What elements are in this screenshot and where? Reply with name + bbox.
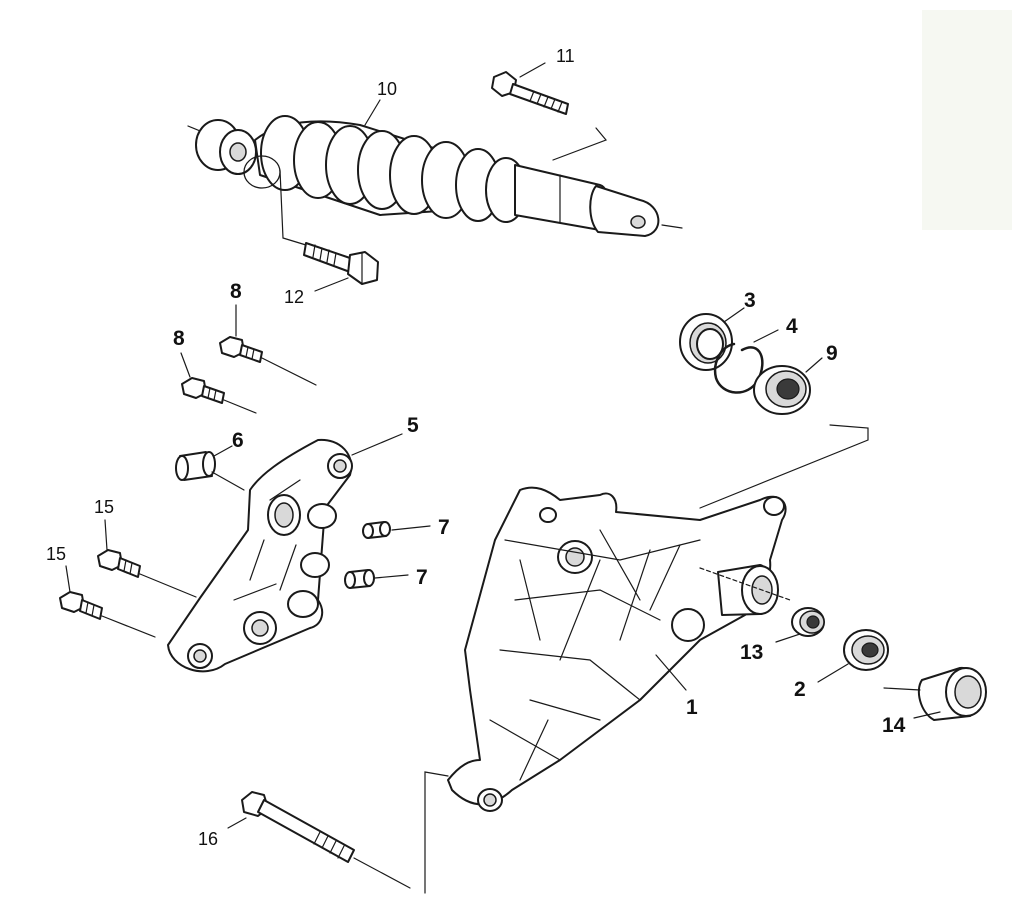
part-8-bolt-lower — [180, 352, 257, 414]
callout-7-upper: 7 — [438, 516, 450, 539]
part-14-cover-cap — [883, 666, 987, 721]
part-6-bushing — [175, 451, 245, 491]
part-9-bearing — [753, 365, 811, 415]
callout-8-lower: 8 — [173, 327, 185, 350]
callout-13: 13 — [740, 641, 763, 664]
callout-7-lower: 7 — [416, 566, 428, 589]
part-13-collar — [791, 607, 825, 637]
part-8-bolt-upper — [219, 304, 317, 386]
part-11-bolt — [491, 71, 569, 115]
callout-11: 11 — [556, 46, 575, 66]
part-1-swing-arm — [447, 486, 791, 812]
callout-6: 6 — [232, 429, 244, 452]
callout-12: 12 — [284, 287, 304, 307]
part-12-bolt — [303, 242, 379, 285]
callout-15-lower: 15 — [46, 544, 66, 564]
callout-5: 5 — [407, 414, 419, 437]
callout-15-upper: 15 — [94, 497, 114, 517]
part-15-bolt-upper — [97, 519, 197, 598]
part-4-circlip — [713, 342, 764, 394]
callout-3: 3 — [744, 289, 756, 312]
callout-1: 1 — [686, 696, 698, 719]
callout-8-upper: 8 — [230, 280, 242, 303]
part-5-link-plate — [167, 438, 353, 673]
callout-16: 16 — [198, 829, 218, 849]
callout-10: 10 — [377, 79, 397, 99]
part-16-axle-bolt — [241, 791, 411, 889]
part-7-bushing-upper — [362, 521, 391, 539]
callout-9: 9 — [826, 342, 838, 365]
callout-14: 14 — [882, 714, 906, 737]
scan-shadow — [922, 10, 1012, 230]
callout-2: 2 — [794, 678, 806, 701]
part-15-bolt-lower — [59, 565, 156, 638]
part-10-shock-absorber — [187, 115, 683, 237]
part-2-bearing — [843, 629, 889, 671]
callout-4: 4 — [786, 315, 798, 338]
part-7-bushing-lower — [344, 569, 375, 589]
